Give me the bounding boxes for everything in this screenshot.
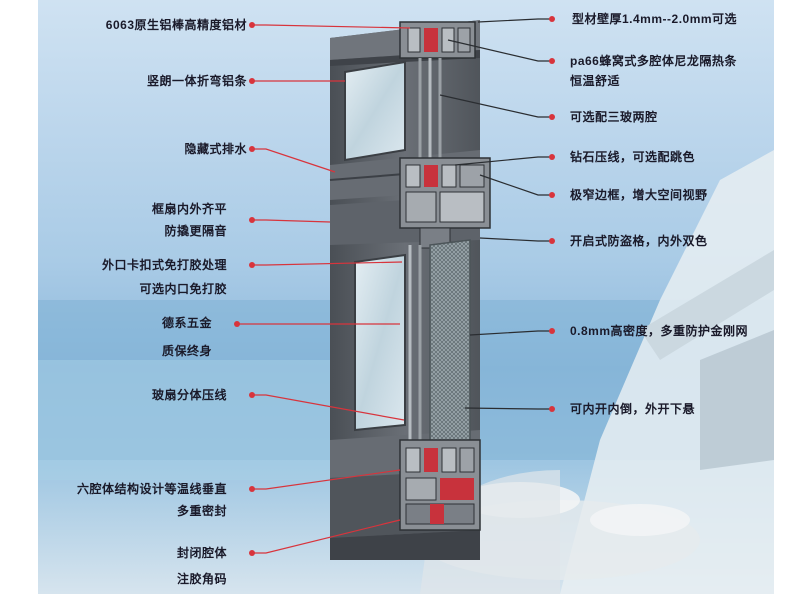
label-diamond-bead: 钻石压线，可选配跳色 [570, 150, 696, 164]
leader-line [464, 407, 552, 410]
label-inner-no-glue-option: 可选内口免打胶 [139, 282, 227, 296]
label-lifetime-warranty: 质保终身 [161, 344, 212, 358]
leader-dot [249, 550, 255, 556]
leader-dot [549, 58, 555, 64]
leader-dot [549, 114, 555, 120]
leader-line [252, 261, 403, 266]
leader-line [477, 18, 552, 23]
leader-dot [249, 146, 255, 152]
leader-dot [234, 321, 240, 327]
window-section-diagram [38, 16, 774, 594]
label-anti-pry-soundproof: 防撬更隔音 [164, 224, 227, 238]
leader-dot [549, 328, 555, 334]
label-aluminum-6063: 6063原生铝棒高精度铝材 [105, 18, 247, 32]
profile-section-middle [399, 157, 491, 249]
label-closed-cavity: 封闭腔体 [176, 546, 227, 560]
label-flush-frame-sash: 框扇内外齐平 [151, 202, 227, 216]
leader-dot [549, 16, 555, 22]
leader-line [252, 219, 331, 223]
label-constant-temperature: 恒温舒适 [570, 74, 621, 88]
leader-dot [549, 406, 555, 412]
label-pa66-thermal-break: pa66蜂窝式多腔体尼龙隔热条 [570, 54, 737, 68]
label-diamond-mesh: 0.8mm高密度，多重防护金刚网 [570, 324, 749, 338]
label-narrow-frame: 极窄边框，增大空间视野 [570, 188, 708, 202]
leader-line [479, 174, 552, 196]
label-wall-thickness: 型材壁厚1.4mm--2.0mm可选 [572, 12, 738, 26]
label-german-hardware: 德系五金 [161, 316, 212, 330]
label-split-glazing-bead: 玻扇分体压线 [151, 388, 227, 402]
label-hidden-drainage: 隐藏式排水 [184, 142, 247, 156]
leader-dot [549, 154, 555, 160]
leader-line [252, 148, 336, 173]
label-multiple-seals: 多重密封 [176, 504, 227, 518]
leader-dot [549, 192, 555, 198]
profile-section-bottom [399, 439, 481, 531]
label-mullion-bent-strip: 竖朗一体折弯铝条 [146, 74, 247, 88]
leader-line [252, 394, 405, 421]
leader-dot [549, 238, 555, 244]
leader-dot [249, 22, 255, 28]
leader-line [252, 519, 401, 554]
leader-line [469, 330, 552, 336]
security-mesh [408, 239, 471, 446]
leader-dot [249, 262, 255, 268]
product-scene [38, 0, 774, 594]
label-security-grille: 开启式防盗格，内外双色 [570, 234, 708, 248]
leader-lines [234, 16, 555, 556]
leader-line [454, 156, 552, 166]
leader-dot [249, 78, 255, 84]
leader-dot [249, 217, 255, 223]
label-opening-modes: 可内开内倒，外开下悬 [570, 402, 696, 416]
profile-section-top [399, 21, 476, 160]
leader-line [447, 39, 552, 62]
leader-line [252, 469, 401, 490]
leader-line [479, 237, 552, 242]
leader-dot [249, 486, 255, 492]
label-snap-fit-no-glue: 外口卡扣式免打胶处理 [101, 258, 227, 272]
label-triple-glazing: 可选配三玻两腔 [570, 110, 658, 124]
leader-line [252, 24, 411, 29]
label-glued-corner-cleat: 注胶角码 [176, 572, 227, 586]
label-six-chamber-structure: 六腔体结构设计等温线垂直 [76, 482, 227, 496]
leader-line [439, 94, 552, 118]
leader-dot [249, 392, 255, 398]
